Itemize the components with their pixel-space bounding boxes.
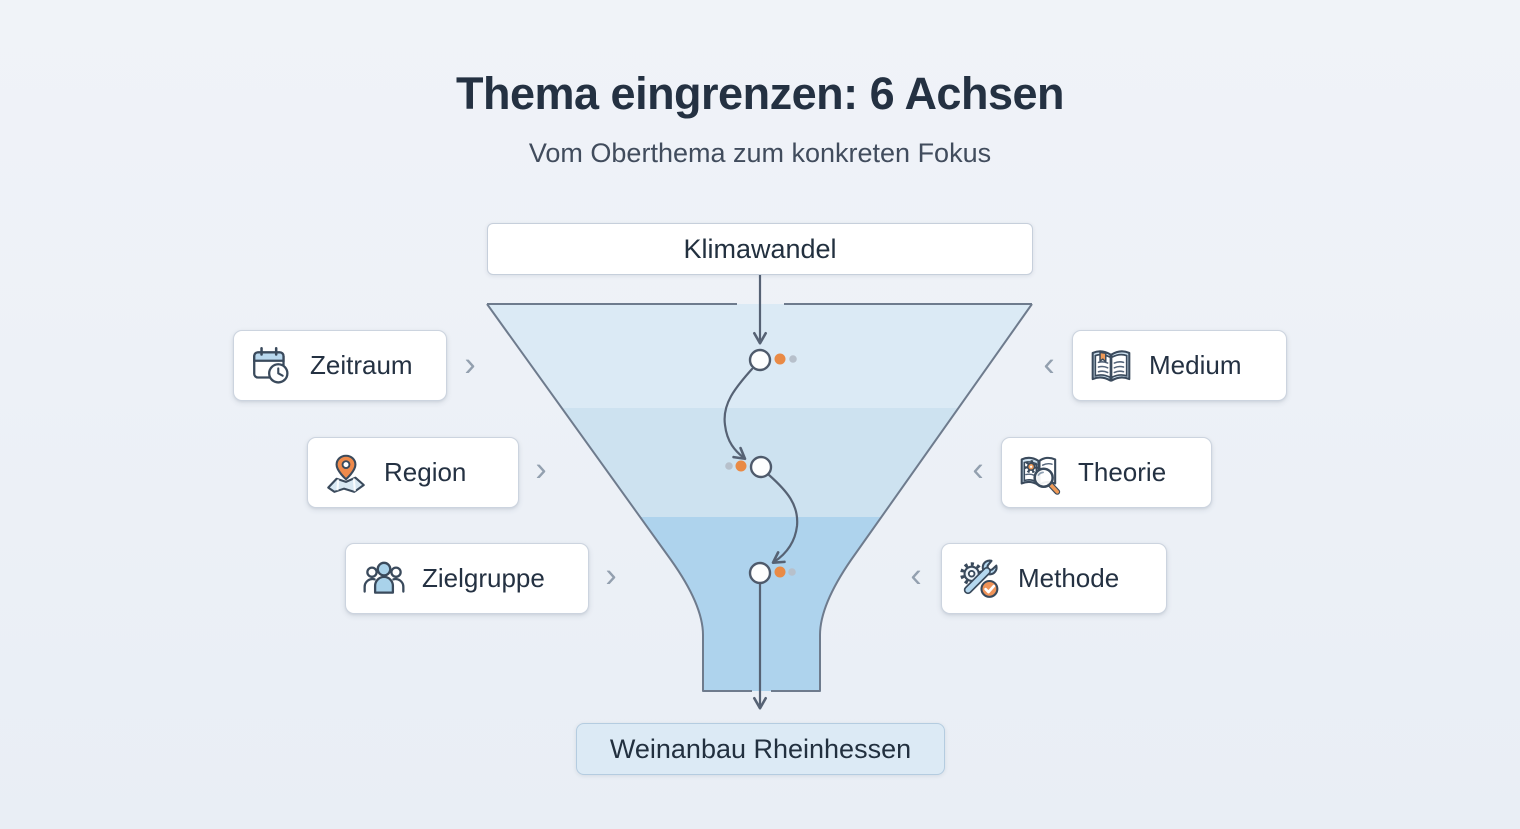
- flow-path: [723, 273, 799, 710]
- chevron-left-icon: ‹: [1043, 345, 1055, 384]
- stage-dot-accent-2: [735, 460, 747, 472]
- calendar-clock-icon: [249, 343, 295, 389]
- stage-dot-muted-3: [788, 568, 796, 576]
- result-topic-label: Weinanbau Rheinhessen: [609, 733, 912, 764]
- stage-node-1: [748, 348, 772, 372]
- source-topic-label: Klimawandel: [683, 233, 837, 264]
- people-group-icon: [361, 556, 407, 602]
- axis-card-methode: Methode: [941, 543, 1167, 614]
- axis-card-theorie: Theorie: [1001, 437, 1212, 508]
- result-topic-box: Weinanbau Rheinhessen: [576, 723, 945, 775]
- book-magnifier-icon: [1017, 450, 1063, 496]
- chevron-left-icon: ‹: [972, 450, 984, 489]
- stage-dot-muted-1: [789, 355, 797, 363]
- stage-dot-accent-1: [774, 353, 786, 365]
- map-pin-icon: [323, 450, 369, 496]
- axis-label: Methode: [1018, 563, 1120, 593]
- axis-label: Zeitraum: [310, 350, 413, 380]
- axis-card-region: Region: [307, 437, 519, 508]
- stage-dot-muted-2: [725, 462, 733, 470]
- stage-nodes: [725, 348, 797, 585]
- axis-label: Theorie: [1078, 457, 1167, 487]
- page-subtitle: Vom Oberthema zum konkreten Fokus: [528, 138, 992, 168]
- page-title: Thema eingrenzen: 6 Achsen: [456, 68, 1065, 119]
- stage-dot-accent-3: [774, 566, 786, 578]
- source-topic-box: Klimawandel: [487, 223, 1033, 275]
- axis-label: Zielgruppe: [422, 563, 545, 593]
- chevron-right-icon: ›: [464, 345, 476, 384]
- chevron-right-icon: ›: [535, 450, 547, 489]
- gear-wrench-check-icon: [957, 556, 1003, 602]
- chevron-right-icon: ›: [605, 556, 617, 595]
- open-book-icon: [1088, 343, 1134, 389]
- axis-card-zielgruppe: Zielgruppe: [345, 543, 589, 614]
- axis-card-zeitraum: Zeitraum: [233, 330, 447, 401]
- axis-label: Region: [384, 457, 467, 487]
- stage-node-3: [748, 561, 772, 585]
- stage-node-2: [749, 455, 773, 479]
- axis-card-medium: Medium: [1072, 330, 1287, 401]
- axis-label: Medium: [1149, 350, 1242, 380]
- chevron-left-icon: ‹: [910, 556, 922, 595]
